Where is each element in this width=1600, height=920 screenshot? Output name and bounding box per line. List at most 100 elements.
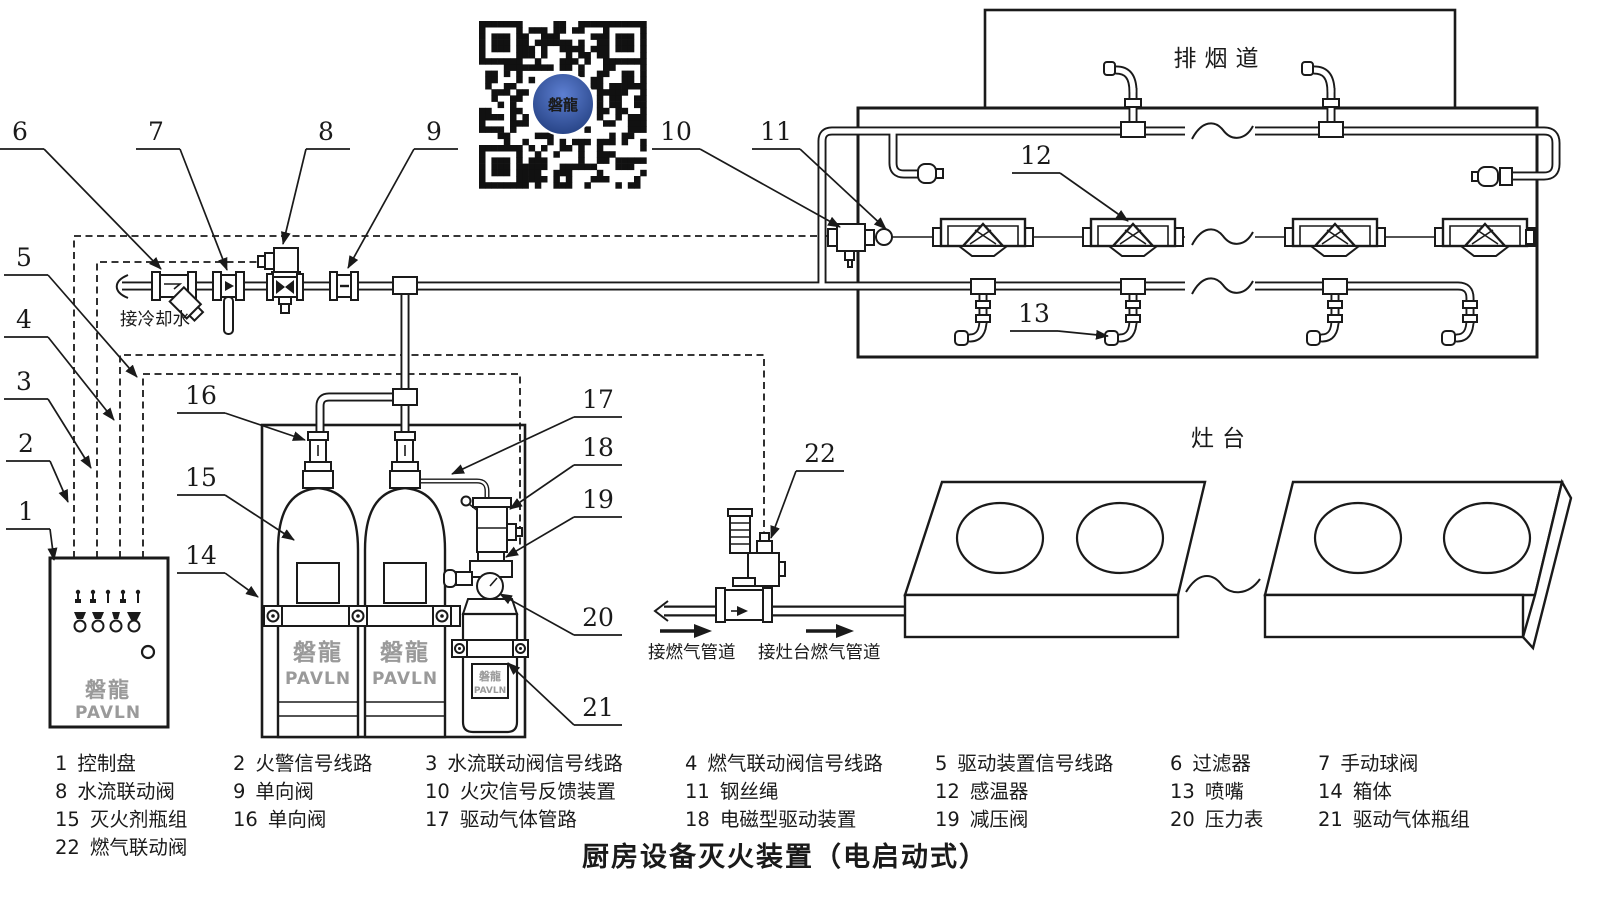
valve-handle [223, 296, 234, 335]
cylinder-brand-cn: 磐龍 [293, 639, 343, 666]
gas-linkage-valve-assembly [715, 508, 786, 623]
callout: 7 [136, 117, 228, 271]
qr-logo-text: 磐龍 [547, 96, 578, 114]
fire-alarm-signal-line [73, 235, 836, 558]
qr-logo-circle [531, 72, 595, 136]
fire-signal-feedback-device [827, 223, 893, 268]
cylinder-valve [302, 431, 334, 489]
control-panel-face: 磐龍 PAVLN [73, 589, 156, 723]
panel-indicator-row1 [75, 589, 141, 603]
svg-text:12: 12 [1020, 141, 1052, 170]
wire-rope-row [827, 217, 1536, 268]
side-nozzle [1477, 166, 1499, 187]
gas-valve-actuator [729, 515, 751, 554]
cylinder-brand-en: PAVLN [285, 669, 351, 689]
svg-text:9: 9 [426, 117, 442, 146]
svg-text:3: 3 [16, 367, 32, 396]
piping [122, 65, 1561, 617]
manual-ball-valve [212, 271, 245, 335]
cooling-water-label: 接冷却水 [120, 310, 190, 330]
callout: 13 [1010, 299, 1109, 340]
callout: 22 [770, 439, 844, 539]
svg-text:2: 2 [18, 429, 34, 458]
callout: 10 [652, 117, 841, 228]
waterflow-valve-signal-line [96, 261, 262, 558]
svg-text:19: 19 [582, 485, 614, 514]
panel-brand-cn: 磐龍 [85, 678, 131, 702]
pipe-tee [392, 388, 418, 406]
rope-end-fitting [1525, 229, 1535, 245]
diagram-title: 厨房设备灭火装置（电启动式） [582, 842, 988, 873]
cylinder-valve [389, 431, 421, 489]
svg-text:13: 13 [1018, 299, 1050, 328]
down-nozzle [1306, 278, 1348, 346]
temperature-sensor [1082, 217, 1184, 257]
svg-text:11: 11 [760, 117, 792, 146]
solenoid-top [472, 497, 512, 508]
check-valve [329, 271, 359, 301]
svg-text:10: 10 [660, 117, 692, 146]
cylinder-brand-cn: 磐龍 [380, 639, 430, 666]
solenoid-drive-device [476, 506, 508, 553]
svg-text:6: 6 [12, 117, 28, 146]
temperature-sensor [1284, 217, 1386, 257]
side-nozzle [917, 163, 937, 184]
callout: 14 [177, 541, 259, 598]
svg-text:5: 5 [16, 243, 32, 272]
down-nozzle [1441, 300, 1478, 346]
flow-arrow [694, 624, 712, 638]
gas-flow-annotations: 接燃气管道 接灶台燃气管道 [648, 624, 881, 663]
flow-arrow [836, 624, 854, 638]
stove-gas-label: 接灶台燃气管道 [758, 643, 881, 663]
callout: 19 [505, 485, 622, 558]
svg-text:4: 4 [16, 305, 32, 334]
down-nozzle [954, 278, 996, 346]
panel-button[interactable] [140, 644, 156, 660]
callout: 9 [347, 117, 458, 269]
pipe-break-symbols [115, 122, 1254, 622]
callout: 21 [507, 662, 622, 726]
svg-text:8: 8 [318, 117, 334, 146]
temperature-sensor [1434, 217, 1536, 257]
callout: 3 [4, 367, 92, 469]
agent-cylinders: 磐龍 PAVLN 磐龍 PAVLN [263, 431, 461, 739]
callout: 17 [451, 385, 622, 475]
callout: 1 [6, 497, 58, 561]
burner [955, 501, 1045, 575]
bottle-brand-en: PAVLN [474, 686, 506, 696]
svg-text:18: 18 [582, 433, 614, 462]
gas-linkage-valve [724, 589, 764, 621]
signal-lines [73, 235, 836, 558]
callout: 8 [280, 117, 350, 245]
water-line-devices [151, 247, 418, 406]
stove-front-right [1263, 593, 1525, 639]
stove-side-right [1521, 478, 1573, 651]
burner [1442, 501, 1532, 575]
callouts: 1 2 3 4 5 6 7 8 9 10 11 12 13 14 15 16 1… [0, 117, 1129, 726]
stove-front-left [903, 593, 1180, 639]
callout: 6 [0, 117, 162, 270]
callout: 16 [177, 381, 306, 441]
stove-units: 灶台 [903, 426, 1573, 651]
burner [1313, 501, 1403, 575]
